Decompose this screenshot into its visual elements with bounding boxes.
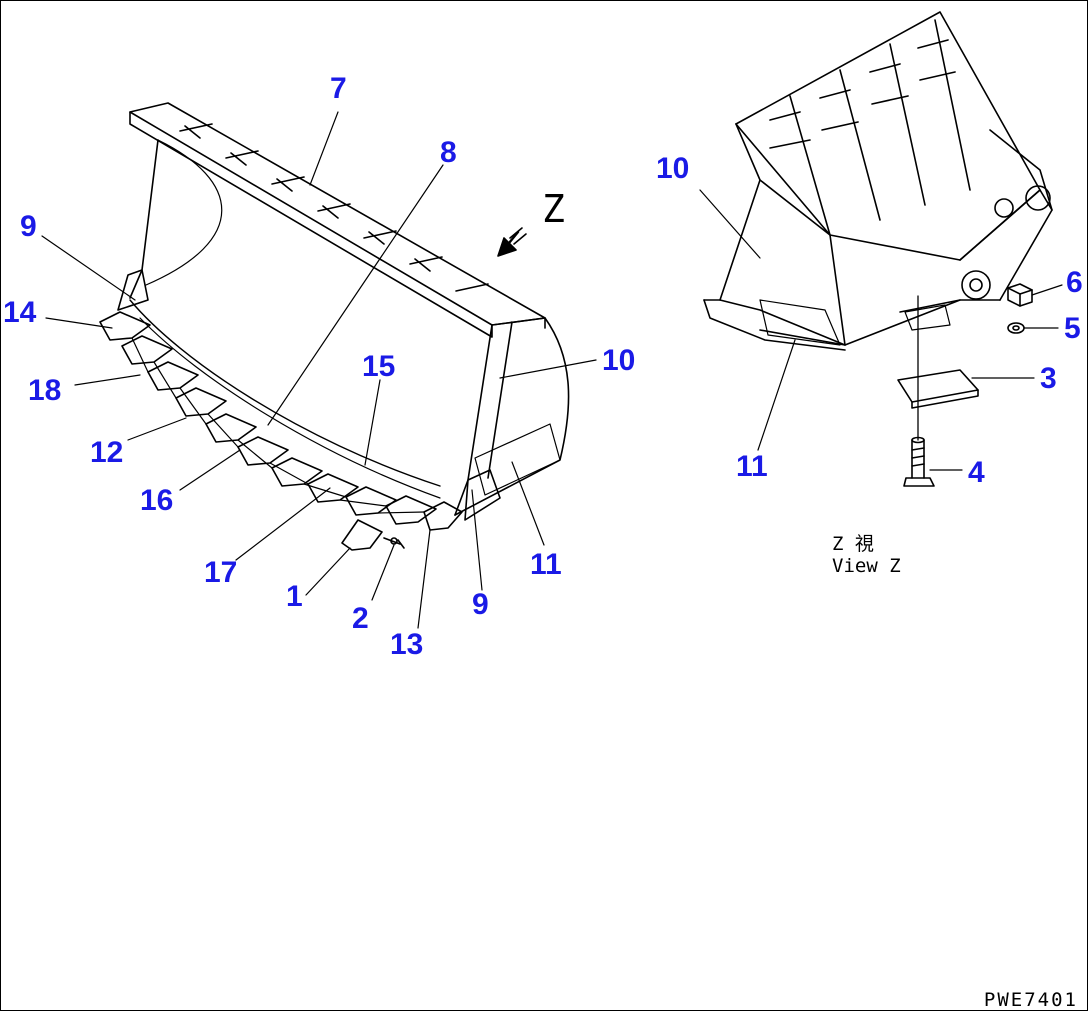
callout-11-right: 11: [736, 450, 768, 483]
callout-13: 13: [390, 628, 423, 661]
callout-7: 7: [330, 72, 347, 105]
view-z-caption-line1: Z 視: [832, 533, 874, 555]
callout-16: 16: [140, 484, 173, 517]
bucket-view-z: [703, 11, 1053, 441]
callout-14: 14: [3, 296, 37, 329]
callout-17: 17: [204, 556, 237, 589]
callout-11-left: 11: [530, 548, 562, 581]
callout-4: 4: [968, 456, 985, 489]
callout-6: 6: [1066, 266, 1083, 299]
callout-10-right: 10: [656, 152, 689, 185]
drawing-code: PWE7401: [983, 989, 1078, 1011]
callout-15: 15: [362, 350, 395, 383]
callout-18: 18: [28, 374, 61, 407]
callout-10-left: 10: [602, 344, 635, 377]
leader-lines: [41, 111, 1063, 629]
callout-1: 1: [286, 580, 303, 613]
callout-9-left: 9: [20, 210, 37, 243]
callout-3: 3: [1040, 362, 1057, 395]
view-z-arrow: [497, 227, 527, 257]
callout-8: 8: [440, 136, 457, 169]
bucket-front-view: [99, 102, 570, 551]
callout-2: 2: [352, 602, 369, 635]
callout-9-right: 9: [472, 588, 489, 621]
callout-5: 5: [1064, 312, 1081, 345]
view-z-arrow-letter: Z: [542, 187, 565, 231]
callout-labels: 7 8 9 14 18 12 16 17 15 1 2 13 9 10 11 1…: [3, 72, 1083, 661]
loose-parts: [897, 283, 1033, 487]
view-z-caption-line2: View Z: [832, 555, 901, 577]
view-z-caption: Z 視 View Z: [832, 533, 901, 577]
callout-12: 12: [90, 436, 123, 469]
